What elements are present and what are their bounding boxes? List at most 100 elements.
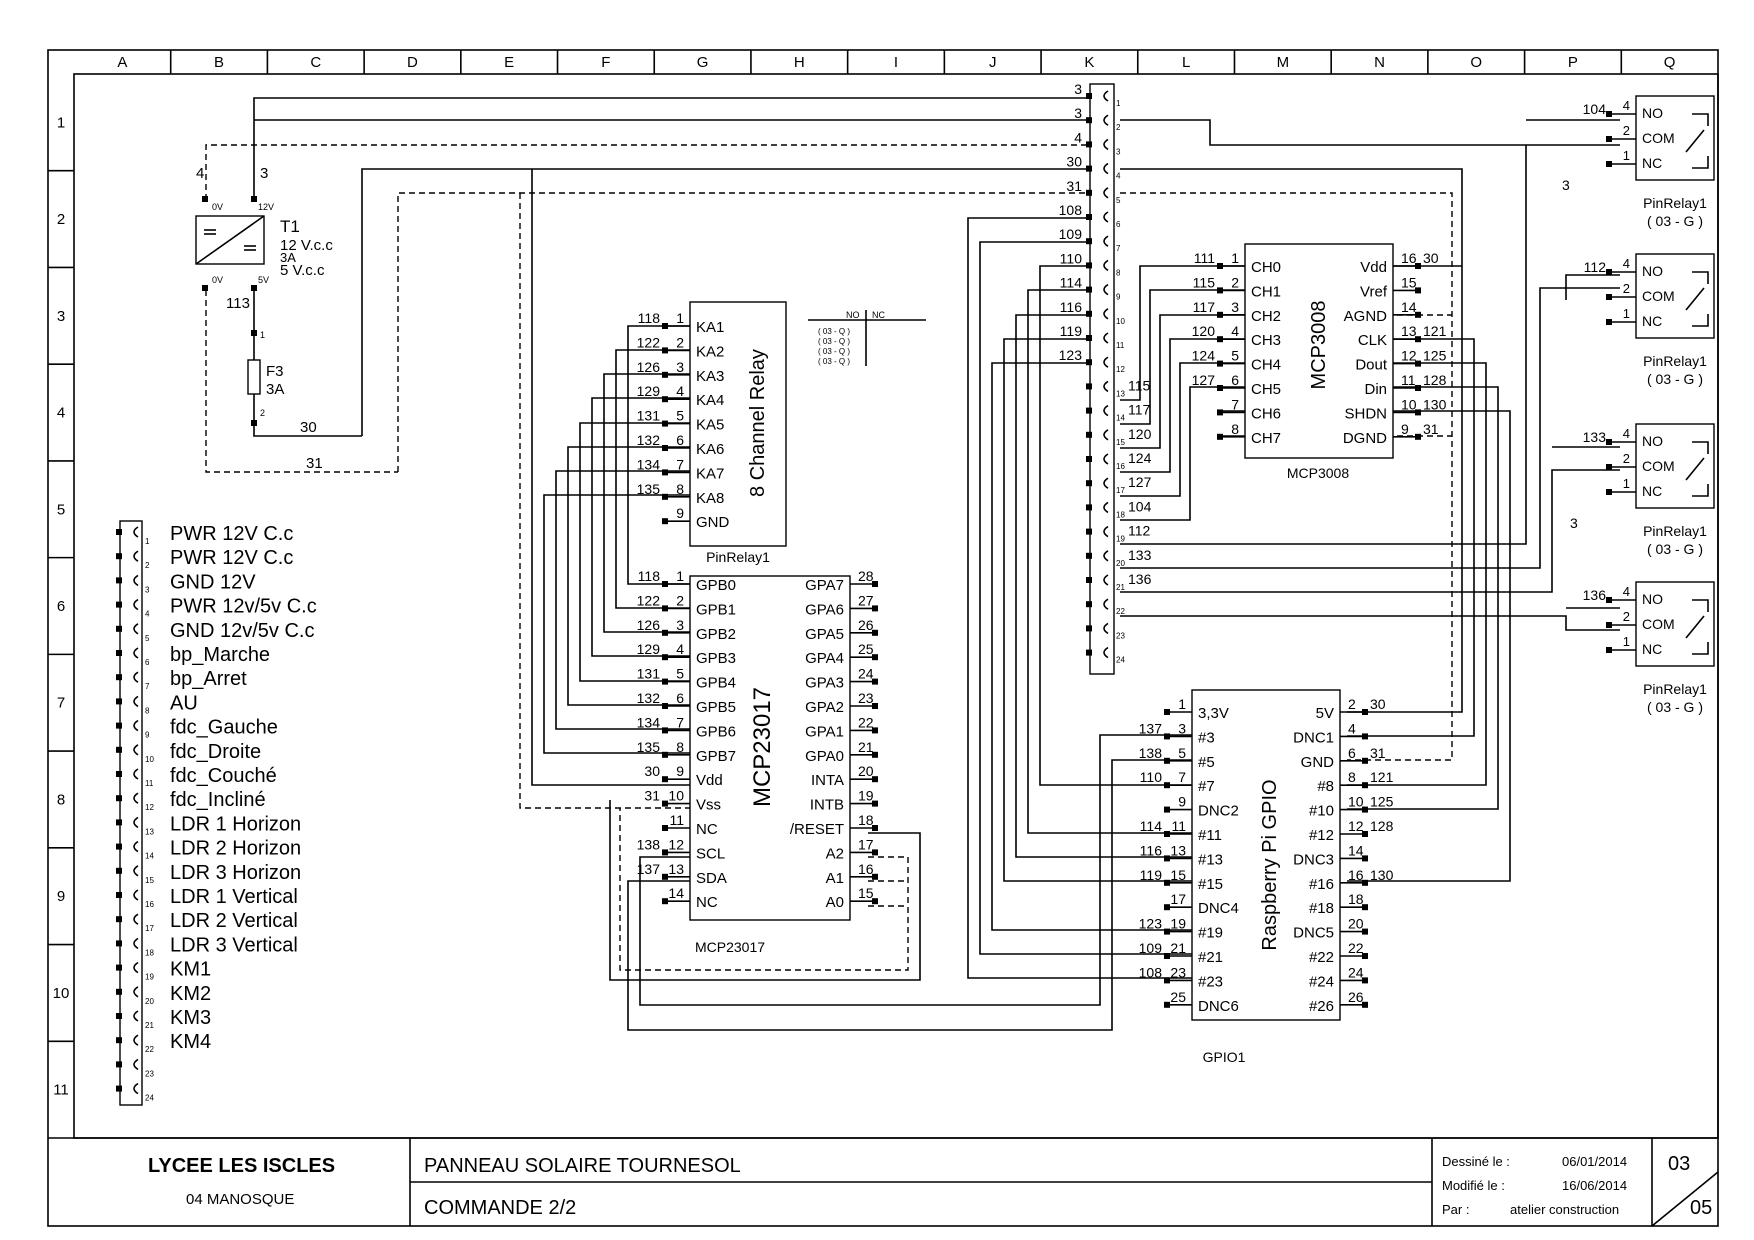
connector-contact <box>133 816 139 829</box>
gpio-pin-name: #26 <box>1309 998 1334 1015</box>
relay-board-wire-label: 131 <box>637 408 661 424</box>
mcp3008-wire-label: 127 <box>1192 372 1216 388</box>
frame-column-label: C <box>310 54 321 71</box>
ref-table-row: ( 03 - Q ) <box>818 357 850 366</box>
mcp23017-wire-label: 137 <box>637 861 661 877</box>
mcp23017-pad <box>662 776 668 783</box>
mcp3008-pin-name: CH6 <box>1251 405 1281 422</box>
relay-pad <box>1606 489 1612 495</box>
gpio-pin-number: 22 <box>1348 940 1364 956</box>
legend-connector-pin-number: 17 <box>145 924 154 933</box>
mcp3008-pad <box>1415 385 1421 391</box>
school-city: 04 MANOSQUE <box>186 1191 294 1208</box>
mcp3008-pad <box>1415 311 1421 318</box>
frame-row-label: 6 <box>57 598 65 615</box>
relay-pin-no: NO <box>1642 591 1663 607</box>
mcp23017-pad <box>872 800 878 807</box>
transformer-wire-a: 4 <box>196 165 204 182</box>
main-connector-pad <box>1086 407 1092 414</box>
connector-contact <box>133 986 139 998</box>
mcp23017-wire-label: 118 <box>638 568 661 584</box>
relay-board-pin-number: 8 <box>676 481 684 497</box>
gpio-wire-label: 31 <box>1370 745 1386 761</box>
relay-name: PinRelay1 <box>1643 681 1707 697</box>
relay-location: ( 03 - G ) <box>1647 213 1703 229</box>
mcp3008-pin-name: Dout <box>1355 357 1388 374</box>
mcp3008-pin-name: CH5 <box>1251 381 1281 398</box>
frame-row-label: 4 <box>57 405 65 422</box>
gpio-pad <box>1362 782 1368 789</box>
transformer-line2: 3A <box>280 250 296 265</box>
relay-pin-nc: NC <box>1642 641 1662 657</box>
legend-connector-pin-number: 2 <box>145 561 150 570</box>
relay-board-pin-name: KA5 <box>696 417 724 434</box>
legend-connector-pad <box>116 650 122 656</box>
legend-signal-label: fdc_Couché <box>170 765 277 787</box>
main-connector-pin-number: 5 <box>1116 196 1121 205</box>
connector-contact <box>1103 598 1109 610</box>
relay-contact <box>1692 113 1709 126</box>
gpio-pin-number: 14 <box>1348 842 1364 858</box>
connector-contact <box>133 1082 139 1095</box>
sheet-number: 03 <box>1668 1153 1690 1175</box>
relay-board-caption: PinRelay1 <box>706 549 770 565</box>
legend-signal-label: bp_Marche <box>170 644 270 666</box>
relay-board-pad <box>662 518 668 525</box>
mcp23017-pin-name: NC <box>696 894 718 911</box>
mcp23017-pin-name: SDA <box>696 870 727 887</box>
frame-column-label: F <box>601 54 610 71</box>
frame-column-label: N <box>1374 54 1385 71</box>
gpio-wire-label: 125 <box>1370 794 1394 810</box>
mcp23017-wire-label: 129 <box>637 641 661 657</box>
mcp23017-pin-name: GPB7 <box>696 748 736 765</box>
mcp3008-pin-number: 5 <box>1231 348 1239 364</box>
connector-contact <box>1103 235 1109 247</box>
relay-pin-number: 2 <box>1623 281 1630 296</box>
mcp23017-pad <box>662 703 668 709</box>
main-connector-pin-number: 16 <box>1116 462 1125 471</box>
legend-signal-label: LDR 2 Horizon <box>170 838 301 860</box>
transformer-out: 0V <box>212 275 223 285</box>
relay-pin-number: 1 <box>1623 306 1630 321</box>
mcp3008-pad <box>1217 336 1223 343</box>
mcp23017-pin-name: GPA0 <box>805 748 844 765</box>
legend-connector-pad <box>116 795 122 802</box>
mcp23017-pin-name: GPA1 <box>805 723 844 740</box>
mcp23017-pad <box>662 825 668 831</box>
connector-contact <box>1103 259 1109 272</box>
relay-pin-com: COM <box>1642 130 1675 146</box>
main-connector-wire-right: 115 <box>1128 377 1151 393</box>
mcp23017-pin-number: 23 <box>858 690 874 706</box>
gpio-pin-name: #3 <box>1198 729 1215 746</box>
gpio-pad <box>1164 1001 1170 1008</box>
relay-board-pin-number: 9 <box>676 505 684 521</box>
legend-connector-pin-number: 13 <box>145 827 154 836</box>
relay-name: PinRelay1 <box>1643 353 1707 369</box>
mcp23017-pin-number: 9 <box>676 763 684 779</box>
mcp23017-pad <box>662 800 668 807</box>
legend-connector-pad <box>116 1085 122 1092</box>
connector-contact <box>133 865 139 877</box>
relay-board-pad <box>662 396 668 403</box>
gpio-pin-name: DNC4 <box>1198 900 1239 917</box>
frame-row-label: 3 <box>57 308 65 325</box>
mcp23017-pin-name: Vss <box>696 797 721 814</box>
connector-contact <box>133 647 139 659</box>
main-connector-pad <box>1086 214 1092 220</box>
relay-pad <box>1606 136 1612 142</box>
relay-pad <box>1606 647 1612 653</box>
connector-contact <box>133 695 139 708</box>
relay-contact <box>1692 271 1709 284</box>
gpio-pin-number: 9 <box>1178 794 1186 810</box>
mcp23017-wire-label: 126 <box>637 617 661 633</box>
gpio-wire-label: 108 <box>1139 964 1163 980</box>
gpio-wire-label: 123 <box>1139 916 1163 932</box>
mcp3008-pad <box>1415 287 1421 294</box>
mcp3008-wire-label: 115 <box>1193 274 1216 290</box>
connector-contact <box>1103 404 1109 417</box>
gpio-pin-name: #13 <box>1198 851 1223 868</box>
mcp3008-wire-label: 117 <box>1193 299 1216 315</box>
relay-pin-no: NO <box>1642 263 1663 279</box>
relay-pad <box>1606 294 1612 300</box>
gpio-pin-number: 3 <box>1178 720 1186 736</box>
